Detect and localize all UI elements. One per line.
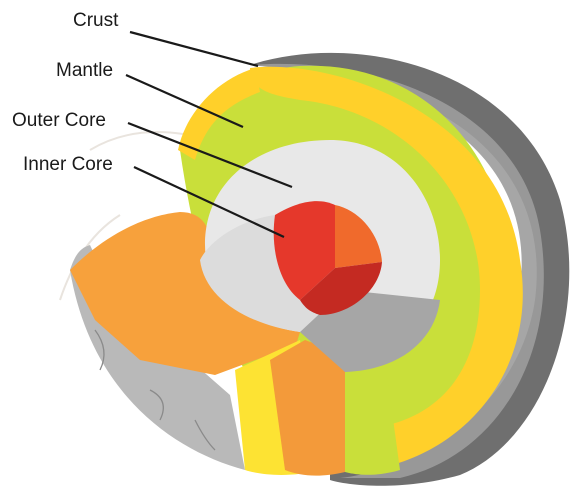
label-mantle: Mantle	[56, 60, 113, 81]
label-inner-core: Inner Core	[23, 154, 113, 175]
crust-pointer-line	[130, 32, 258, 66]
label-crust: Crust	[73, 10, 119, 31]
label-outer-core: Outer Core	[12, 110, 106, 131]
